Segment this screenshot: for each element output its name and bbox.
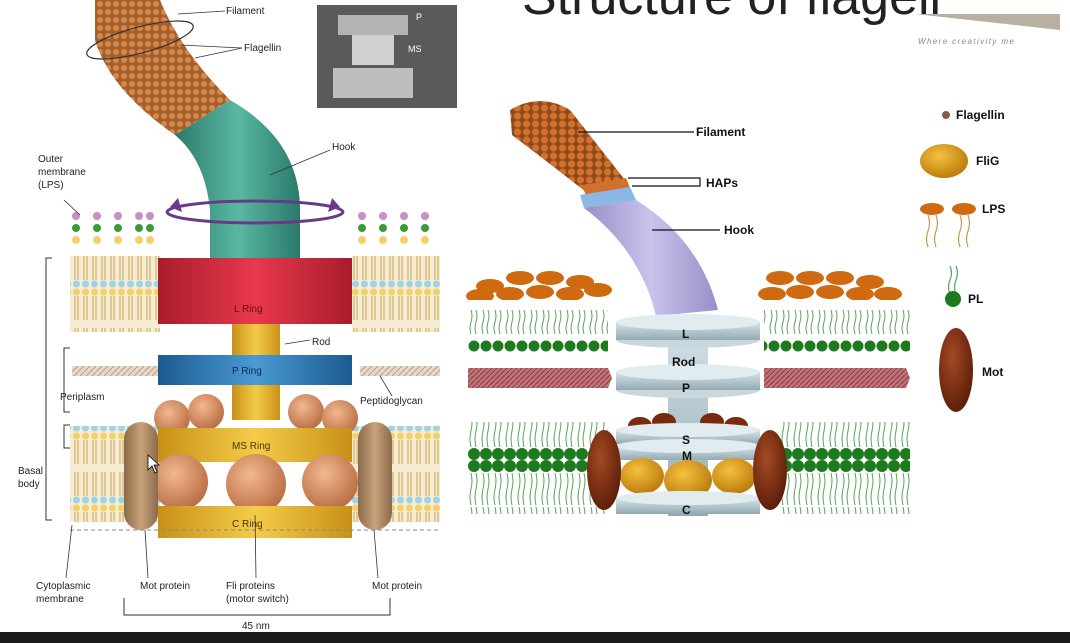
schematic-label-s: S xyxy=(682,433,690,447)
label-mot-protein-left: Mot protein xyxy=(140,581,190,592)
schematic-mot-right xyxy=(753,430,787,510)
peptidoglycan-right-bar xyxy=(764,368,910,388)
basal-body-bracket xyxy=(46,258,52,520)
outer-membrane-lipids-right xyxy=(764,300,910,360)
inner-membrane-left xyxy=(468,422,608,514)
lps-icon xyxy=(920,203,944,215)
label-hook: Hook xyxy=(332,142,356,153)
label-fli-proteins-1: Fli proteins xyxy=(226,581,275,592)
label-mot-protein-right: Mot protein xyxy=(372,581,422,592)
label-fli-proteins-2: (motor switch) xyxy=(226,594,289,605)
label-flagellin: Flagellin xyxy=(244,43,281,54)
outer-membrane-lipids-left xyxy=(468,300,608,360)
gram-negative-flagellum: P MS xyxy=(18,0,457,632)
flagellin-icon xyxy=(942,111,950,119)
peptidoglycan-left xyxy=(72,366,158,376)
label-basal-body-1: Basal xyxy=(18,466,43,477)
label-ms-ring: MS Ring xyxy=(232,441,270,452)
slide-title: Structure of flagell xyxy=(522,0,941,26)
mot-protein-right xyxy=(358,422,392,530)
label-outer-membrane-2: membrane xyxy=(38,167,86,178)
legend-label-flagellin: Flagellin xyxy=(956,108,1005,122)
label-scale: 45 nm xyxy=(242,621,270,632)
schematic-label-l: L xyxy=(682,327,689,341)
legend-item-flagellin: Flagellin xyxy=(942,108,1005,122)
slide-tagline: Where creativity me xyxy=(918,37,1015,46)
label-rod: Rod xyxy=(312,337,330,348)
schematic-label-c: C xyxy=(682,503,691,517)
legend-label-lps: LPS xyxy=(982,202,1005,216)
schematic-label-m: M xyxy=(682,449,692,463)
micrograph-label-p: P xyxy=(416,12,422,22)
pl-icon xyxy=(945,291,961,307)
legend: Flagellin FliG LPS PL Mot xyxy=(920,108,1005,412)
label-p-ring: P Ring xyxy=(232,366,262,377)
legend-item-mot: Mot xyxy=(939,328,1003,412)
outer-membrane-left xyxy=(70,256,160,332)
micrograph-structure xyxy=(338,15,408,35)
label-l-ring: L Ring xyxy=(234,304,263,315)
legend-label-mot: Mot xyxy=(982,365,1003,379)
schematic-label-filament: Filament xyxy=(696,125,745,139)
mot-protein-left xyxy=(124,422,158,530)
label-cytoplasmic-membrane-2: membrane xyxy=(36,594,84,605)
label-periplasm: Periplasm xyxy=(60,392,104,403)
fli-switch-proteins xyxy=(152,454,358,514)
schematic-mot-left xyxy=(587,430,621,510)
legend-label-flig: FliG xyxy=(976,154,999,168)
schematic-filament xyxy=(510,101,625,192)
label-outer-membrane-1: Outer xyxy=(38,154,64,165)
schematic-hook xyxy=(584,200,718,316)
schematic-label-rod: Rod xyxy=(672,355,695,369)
outer-membrane-right xyxy=(352,256,440,332)
bottom-bar xyxy=(0,632,1070,643)
legend-item-lps: LPS xyxy=(920,202,1005,247)
legend-item-pl: PL xyxy=(945,266,983,307)
label-outer-membrane-3: (LPS) xyxy=(38,180,64,191)
peptidoglycan-right xyxy=(360,366,440,376)
label-cytoplasmic-membrane-1: Cytoplasmic xyxy=(36,581,90,592)
schematic-label-haps: HAPs xyxy=(706,176,738,190)
hook xyxy=(175,100,300,258)
label-basal-body-2: body xyxy=(18,479,40,490)
label-filament: Filament xyxy=(226,6,265,17)
peptidoglycan-left-bar xyxy=(468,368,612,388)
flig-icon xyxy=(920,144,968,178)
legend-label-pl: PL xyxy=(968,292,983,306)
micrograph-label-ms: MS xyxy=(408,44,422,54)
inner-membrane-right xyxy=(780,422,910,514)
legend-item-flig: FliG xyxy=(920,144,999,178)
label-peptidoglycan: Peptidoglycan xyxy=(360,396,423,407)
schematic-label-p: P xyxy=(682,381,690,395)
schematic-label-hook: Hook xyxy=(724,223,754,237)
label-c-ring: C Ring xyxy=(232,519,263,530)
mot-icon xyxy=(939,328,973,412)
schematic-flagellum: Filament HAPs Hook L Rod P S M C xyxy=(466,101,910,517)
